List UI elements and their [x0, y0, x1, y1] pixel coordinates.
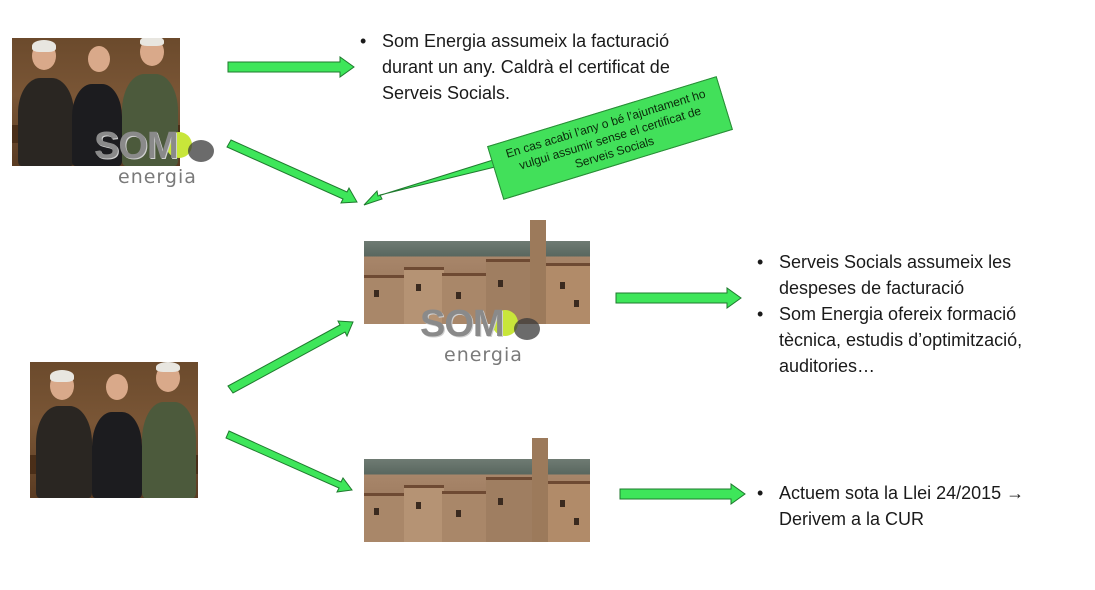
logo-som-text: SOM — [420, 303, 505, 345]
middle-bullet-text-1: Serveis Socials assumeix les despeses de… — [779, 252, 1012, 298]
list-item: • Actuem sota la Llei 24/2015 → Derivem … — [755, 480, 1065, 532]
arrow-bottom-right — [619, 483, 746, 505]
list-item: • Som Energia ofereix formació tècnica, … — [755, 301, 1055, 379]
list-item: • Serveis Socials assumeix les despeses … — [755, 249, 1055, 301]
arrow-bottom-down — [225, 430, 353, 493]
arrow-middle-right — [615, 287, 742, 309]
photo-village-bottom — [364, 438, 590, 542]
arrow-top-right — [227, 56, 355, 78]
som-energia-logo-middle: SOM energia — [418, 304, 548, 370]
top-bullet-text: Som Energia assumeix la facturació duran… — [382, 31, 670, 103]
middle-bullet-text-2: Som Energia ofereix formació tècnica, es… — [779, 304, 1023, 376]
arrow-bottom-up — [227, 320, 354, 394]
arrow-note-diagonal — [363, 159, 496, 206]
bullet-icon: • — [360, 31, 367, 51]
logo-som-text: SOM — [94, 125, 179, 167]
bottom-bullet-text: Actuem sota la Llei 24/2015 → Derivem a … — [779, 483, 1025, 529]
photo-elderly-bottom — [30, 362, 198, 498]
bullet-icon: • — [757, 304, 764, 324]
photo-village-middle — [364, 220, 590, 324]
bullet-icon: • — [757, 252, 764, 272]
middle-bullet-list: • Serveis Socials assumeix les despeses … — [755, 249, 1055, 379]
arrow-top-diagonal — [226, 139, 358, 204]
list-item: • Som Energia assumeix la facturació dur… — [358, 28, 708, 106]
bullet-icon: • — [757, 483, 764, 503]
som-energia-logo-top: SOM energia — [92, 126, 222, 192]
top-bullet-list: • Som Energia assumeix la facturació dur… — [358, 28, 708, 106]
bottom-bullet-list: • Actuem sota la Llei 24/2015 → Derivem … — [755, 480, 1065, 532]
logo-energia-text: energia — [444, 344, 523, 366]
logo-energia-text: energia — [118, 166, 197, 188]
